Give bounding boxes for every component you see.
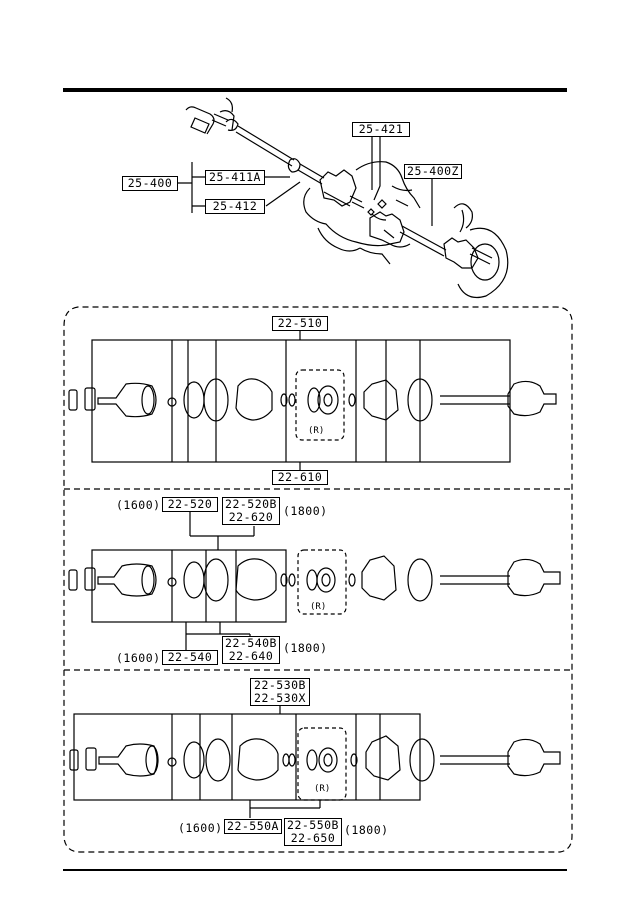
section3-rotor-label: (R): [314, 784, 331, 794]
section2-bottom-right-note: (1800): [283, 641, 328, 655]
section2-top-right-codes: 22-520B 22-620: [222, 497, 280, 525]
callout-25-421: 25-421: [352, 122, 410, 137]
section1-bottom-code: 22-610: [272, 470, 328, 485]
section3-bottom-right-note: (1800): [344, 823, 389, 837]
callout-25-411a: 25-411A: [205, 170, 265, 185]
top-rule: [63, 88, 567, 92]
section3-top-code-2: 22-530X: [254, 691, 306, 705]
section2-bottom-left-code: 22-540: [162, 650, 218, 665]
bottom-rule: [63, 869, 567, 871]
callout-25-412: 25-412: [205, 199, 265, 214]
section2-bottom-right-code-2: 22-640: [228, 649, 274, 663]
section2-top-right-code-1: 22-520B: [225, 497, 277, 511]
callout-25-400z: 25-400Z: [404, 164, 462, 179]
section3-bottom-right-code-1: 22-550B: [287, 818, 339, 832]
section2-bottom-left-note: (1600): [116, 651, 161, 665]
section3-bottom-right-codes: 22-550B 22-650: [284, 818, 342, 846]
section3-bottom-left-note: (1600): [178, 821, 223, 835]
vehicle-sketch: [178, 97, 509, 299]
section3-top-codes: 22-530B 22-530X: [250, 678, 310, 706]
section3-top-code-1: 22-530B: [254, 678, 306, 692]
section2-top-left-note: (1600): [116, 498, 161, 512]
section2-bottom-right-code-1: 22-540B: [225, 636, 277, 650]
section1-rotor-label: (R): [308, 426, 325, 436]
dashed-frame: [63, 306, 573, 853]
section1-drawing: [68, 329, 557, 470]
callout-25-400: 25-400: [122, 176, 178, 191]
section2-rotor-label: (R): [310, 602, 327, 612]
section2-bottom-right-codes: 22-540B 22-640: [222, 636, 280, 664]
section3-bottom-left-code: 22-550A: [224, 819, 282, 834]
section2-top-right-note: (1800): [283, 504, 328, 518]
section3-bottom-right-code-2: 22-650: [290, 831, 336, 845]
section2-top-right-code-2: 22-620: [228, 510, 274, 524]
section2-top-left-code: 22-520: [162, 497, 218, 512]
section3-drawing: [69, 706, 561, 818]
section2-drawing: [68, 511, 561, 650]
section1-top-code: 22-510: [272, 316, 328, 331]
